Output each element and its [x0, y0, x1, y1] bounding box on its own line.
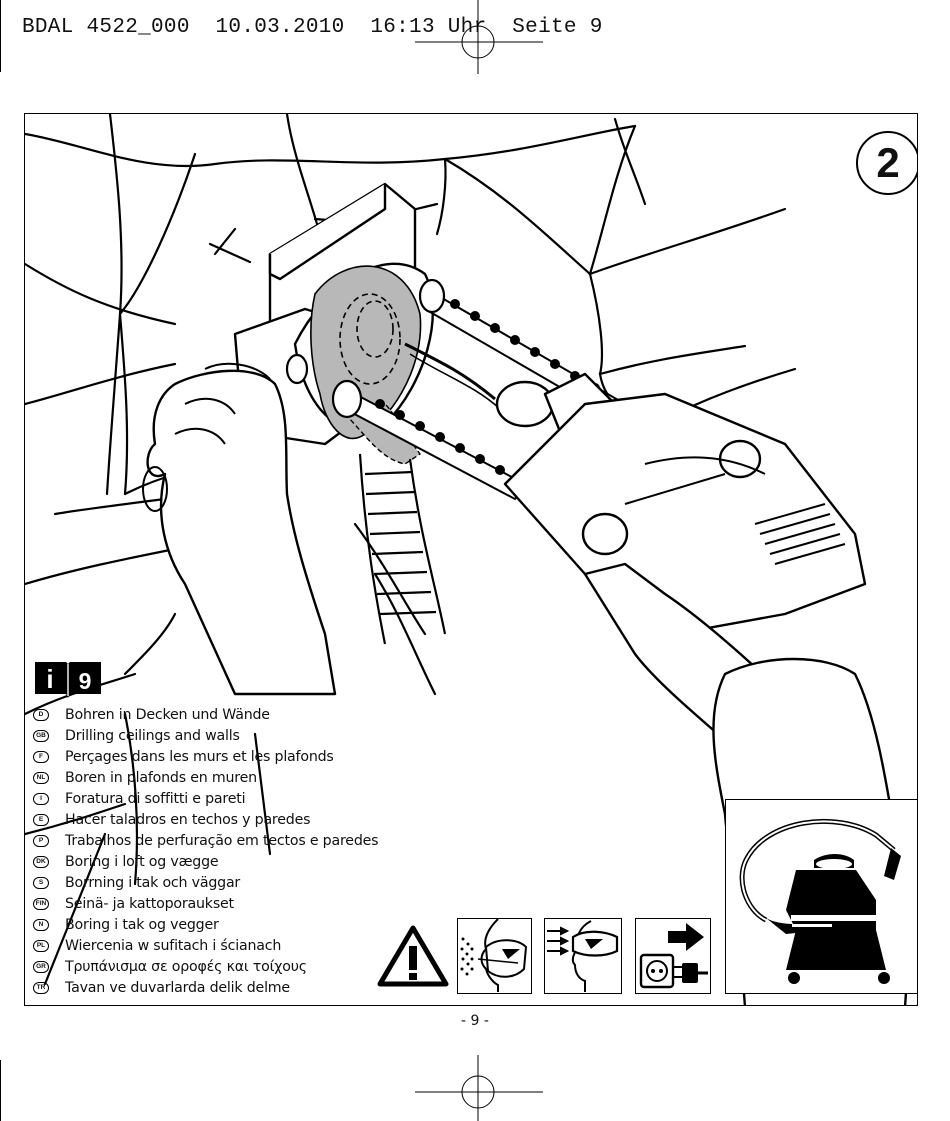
language-captions: D Bohren in Decken und Wände GB Drilling c…: [33, 704, 379, 998]
caption-text: Boren in plafonds en muren: [65, 769, 257, 786]
side-line-top-left: [0, 0, 1, 72]
language-caption-item: PL Wiercenia w sufitach i ścianach: [33, 935, 378, 956]
language-caption-item: F Perçages dans les murs et les plafonds: [33, 746, 378, 767]
manual-info-icon: i 9: [35, 662, 101, 698]
language-caption-item: GR Τρυπάνισμα σε οροφές και τοίχους: [33, 956, 378, 977]
caption-text: Drilling ceilings and walls: [65, 727, 240, 744]
language-code-badge: D: [33, 708, 49, 721]
language-code-badge: P: [33, 834, 49, 847]
language-caption-item: E Hacer taladros en techos y paredes: [33, 809, 378, 830]
language-code-badge: N: [33, 918, 49, 931]
language-code-badge: NL: [33, 771, 49, 784]
language-code-badge: I: [33, 792, 49, 805]
info-glyph: i: [46, 664, 53, 694]
caption-text: Foratura di soffitti e pareti: [65, 790, 246, 807]
language-caption-item: S Borrning i tak och väggar: [33, 872, 378, 893]
language-code-badge: S: [33, 876, 49, 889]
caption-text: Trabalhos de perfuração em tectos e pare…: [65, 832, 379, 849]
language-code-badge: GR: [33, 960, 49, 973]
warning-triangle-icon: [377, 925, 449, 987]
language-code-badge: TR: [33, 981, 49, 994]
language-caption-item: D Bohren in Decken und Wände: [33, 704, 378, 725]
language-caption-item: TR Tavan ve duvarlarda delik delme: [33, 977, 378, 998]
language-code-badge: DK: [33, 855, 49, 868]
language-caption-item: N Boring i tak og vegger: [33, 914, 378, 935]
language-code-badge: PL: [33, 939, 49, 952]
caption-text: Bohren in Decken und Wände: [65, 706, 270, 723]
caption-text: Boring i loft og vægge: [65, 853, 219, 870]
vacuum-cleaner-icon: [725, 799, 917, 994]
caption-text: Wiercenia w sufitach i ścianach: [65, 937, 282, 954]
page-number: - 9 -: [461, 1013, 489, 1029]
figure-frame: 2 i 9 D Bohren in Decken und Wände GB Dril…: [24, 113, 918, 1006]
language-caption-item: I Foratura di soffitti e pareti: [33, 788, 378, 809]
language-caption-item: GB Drilling ceilings and walls: [33, 725, 378, 746]
caption-text: Hacer taladros en techos y paredes: [65, 811, 311, 828]
print-header: BDAL 4522_000 10.03.2010 16:13 Uhr Seite…: [22, 16, 603, 39]
side-line-bottom-left: [0, 1060, 1, 1121]
crop-mark-top: [415, 0, 543, 74]
language-caption-item: DK Boring i loft og vægge: [33, 851, 378, 872]
language-caption-item: FIN Seinä- ja kattoporaukset: [33, 893, 378, 914]
crop-mark-bottom: [415, 1055, 543, 1121]
language-caption-item: P Trabalhos de perfuração em tectos e par…: [33, 830, 379, 851]
safety-goggles-icon: [544, 918, 622, 994]
caption-text: Tavan ve duvarlarda delik delme: [65, 979, 290, 996]
language-code-badge: F: [33, 750, 49, 763]
caption-text: Boring i tak og vegger: [65, 916, 219, 933]
caption-text: Τρυπάνισμα σε οροφές και τοίχους: [65, 958, 307, 975]
caption-text: Perçages dans les murs et les plafonds: [65, 748, 334, 765]
left-hand: [146, 369, 337, 696]
language-caption-item: NL Boren in plafonds en muren: [33, 767, 378, 788]
language-code-badge: FIN: [33, 897, 49, 910]
unplug-icon: [635, 918, 711, 994]
info-page-ref: 9: [79, 668, 92, 694]
language-code-badge: GB: [33, 729, 49, 742]
step-number-badge: 2: [856, 131, 917, 195]
caption-text: Borrning i tak och väggar: [65, 874, 241, 891]
drilling-illustration: [25, 114, 909, 1005]
dust-mask-icon: [457, 918, 532, 994]
caption-text: Seinä- ja kattoporaukset: [65, 895, 234, 912]
language-code-badge: E: [33, 813, 49, 826]
